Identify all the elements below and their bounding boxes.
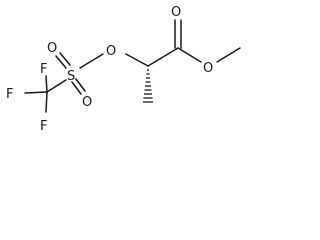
atom-o-sulfonyl-bottom: O (82, 95, 92, 110)
hashed-wedge-bond (143, 69, 153, 103)
bond-o-c-chiral (125, 53, 149, 67)
bond-s-o-top-a (55, 55, 67, 69)
bond-s-o-top-b (59, 52, 71, 66)
bond-c-s (46, 79, 67, 93)
atom-o-sulfonyl-top: O (47, 41, 57, 56)
bond-s-o-ether (79, 53, 104, 69)
atom-f-left: F (6, 87, 13, 102)
atom-labels: F F F S O O O O O (6, 5, 213, 134)
bond-cf-bottom (45, 91, 48, 113)
atom-o-ester: O (203, 61, 213, 76)
atom-f-top: F (40, 62, 47, 77)
molecule-structure: F F F S O O O O O (6, 5, 241, 134)
bond-s-o-bottom-a (71, 81, 82, 95)
atom-s: S (67, 69, 75, 84)
bond-c-o-ester (177, 47, 202, 63)
bond-c-chiral-c-carbonyl (147, 47, 179, 67)
bond-s-o-bottom-b (75, 78, 86, 92)
bond-cf-top (45, 75, 48, 93)
atom-o-carbonyl: O (171, 5, 181, 20)
bonds (24, 19, 241, 113)
bond-cf-left (24, 91, 48, 94)
atom-o-ether: O (106, 44, 116, 59)
bond-o-methyl (216, 47, 241, 63)
atom-f-bottom: F (40, 119, 47, 134)
